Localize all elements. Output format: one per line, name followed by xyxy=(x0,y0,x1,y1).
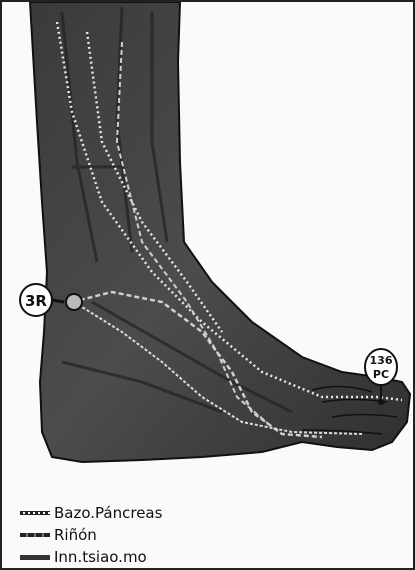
legend: Bazo.Páncreas Riñón Inn.tsiao.mo xyxy=(20,502,162,568)
legend-label-inn-tsiao-mo: Inn.tsiao.mo xyxy=(54,546,147,568)
legend-swatch-dashed xyxy=(20,533,50,537)
legend-label-spleen-pancreas: Bazo.Páncreas xyxy=(54,502,162,524)
point-136pc-number: 136 xyxy=(370,354,393,367)
point-3r-label: 3R xyxy=(25,292,47,310)
point-136pc-code: PC xyxy=(373,368,389,381)
legend-label-kidney: Riñón xyxy=(54,524,97,546)
legend-item: Inn.tsiao.mo xyxy=(20,546,162,568)
legend-swatch-solid xyxy=(20,555,50,560)
legend-item: Riñón xyxy=(20,524,162,546)
foot-silhouette xyxy=(30,2,410,462)
legend-item: Bazo.Páncreas xyxy=(20,502,162,524)
legend-swatch-dotted xyxy=(20,511,50,515)
